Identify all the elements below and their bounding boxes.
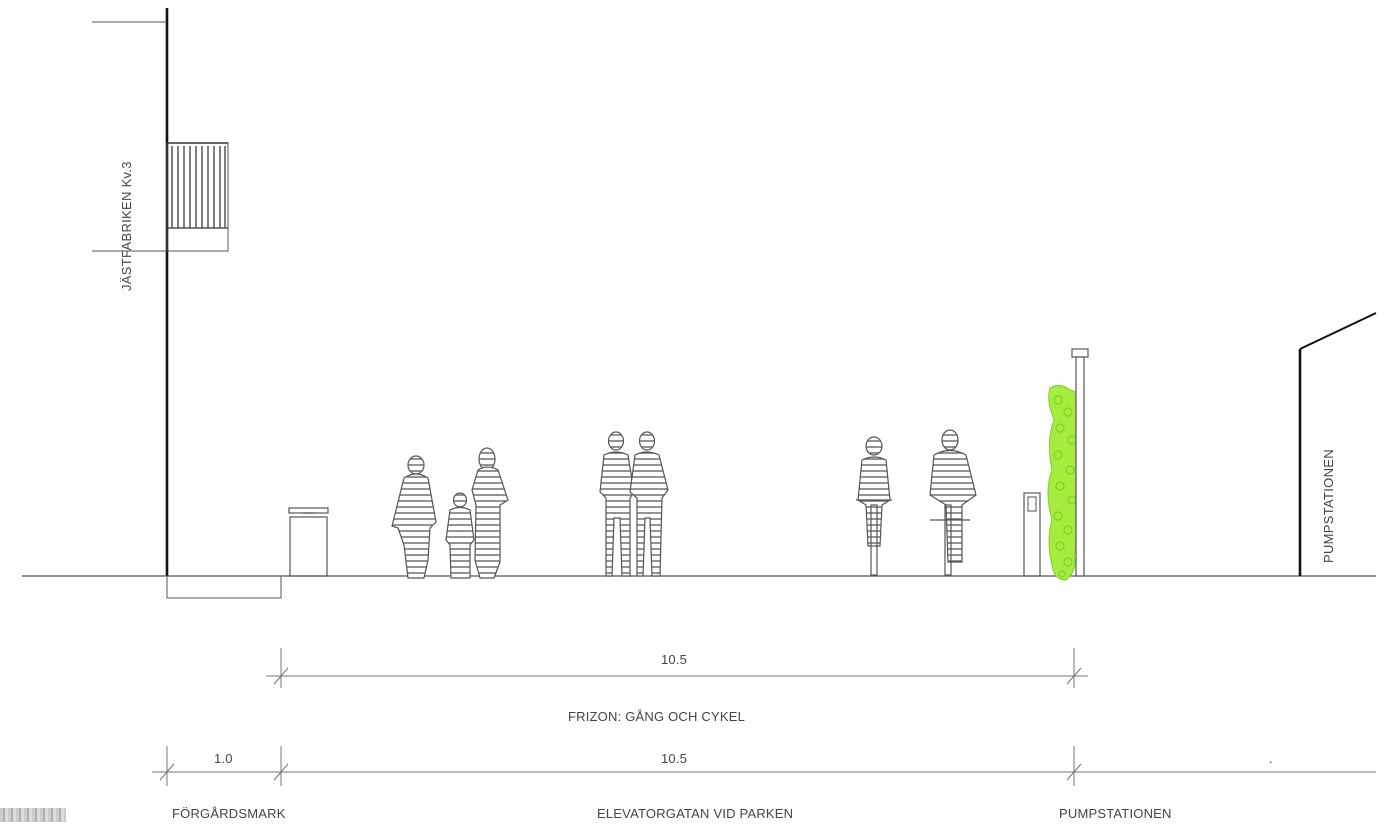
cyclist-icon bbox=[929, 429, 977, 576]
trash-bin-icon bbox=[288, 507, 329, 577]
dimension-label-forgardsmark: 1.0 bbox=[214, 751, 233, 766]
balcony bbox=[166, 142, 229, 252]
pedestrian-group-family bbox=[391, 447, 509, 579]
cyclist-group bbox=[856, 429, 977, 576]
pedestrian-icon bbox=[629, 431, 669, 577]
section-label-forgardsmark: FÖRGÅRDSMARK bbox=[172, 806, 286, 821]
scale-thumbnail bbox=[0, 808, 66, 822]
cyclist-icon bbox=[856, 436, 892, 576]
dimension-label-upper: 10.5 bbox=[661, 652, 688, 667]
section-label-pumpstationen: PUMPSTATIONEN bbox=[1059, 806, 1172, 821]
building-label-pumpstationen: PUMPSTATIONEN bbox=[1321, 449, 1336, 563]
pedestrian-icon bbox=[471, 447, 509, 579]
dimension-lower bbox=[152, 746, 1376, 786]
pedestrian-icon bbox=[599, 431, 635, 577]
zone-title: FRIZON: GÅNG OCH CYKEL bbox=[568, 709, 746, 724]
street-lamp-icon bbox=[1071, 348, 1089, 577]
section-label-street: ELEVATORGATAN VID PARKEN bbox=[597, 806, 794, 821]
building-jastfabriken bbox=[92, 8, 282, 599]
dimension-label-dot: . bbox=[1269, 751, 1273, 766]
dimension-upper bbox=[266, 648, 1088, 688]
building-label-jastfabriken: JÄSTFABRIKEN Kv.3 bbox=[119, 161, 134, 291]
pedestrian-icon bbox=[445, 492, 475, 579]
bollard-icon bbox=[1023, 492, 1041, 577]
foundation bbox=[166, 575, 282, 599]
building-pumpstationen bbox=[1298, 312, 1377, 576]
pedestrian-icon bbox=[391, 455, 437, 579]
dimension-label-street: 10.5 bbox=[661, 751, 688, 766]
pedestrian-group-pair bbox=[599, 431, 669, 577]
